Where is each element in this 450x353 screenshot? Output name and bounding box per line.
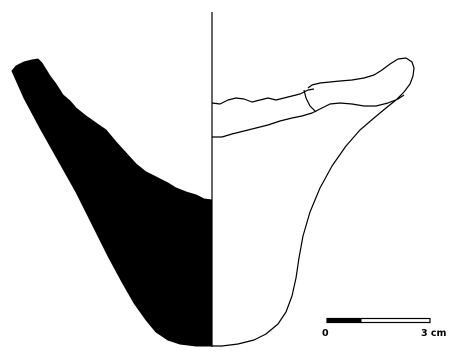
vessel-exterior-outline (212, 57, 415, 347)
vessel-break-line (303, 89, 317, 113)
vessel-section-profile (11, 58, 213, 347)
scale-bar: 0 3 cm (322, 317, 447, 339)
scale-end-label: 3 cm (421, 328, 447, 339)
scale-bar-black-segment (326, 318, 362, 323)
vessel-lower-band-line (212, 94, 405, 138)
scale-start-label: 0 (322, 328, 329, 339)
vessel-upper-band-line (211, 88, 315, 105)
